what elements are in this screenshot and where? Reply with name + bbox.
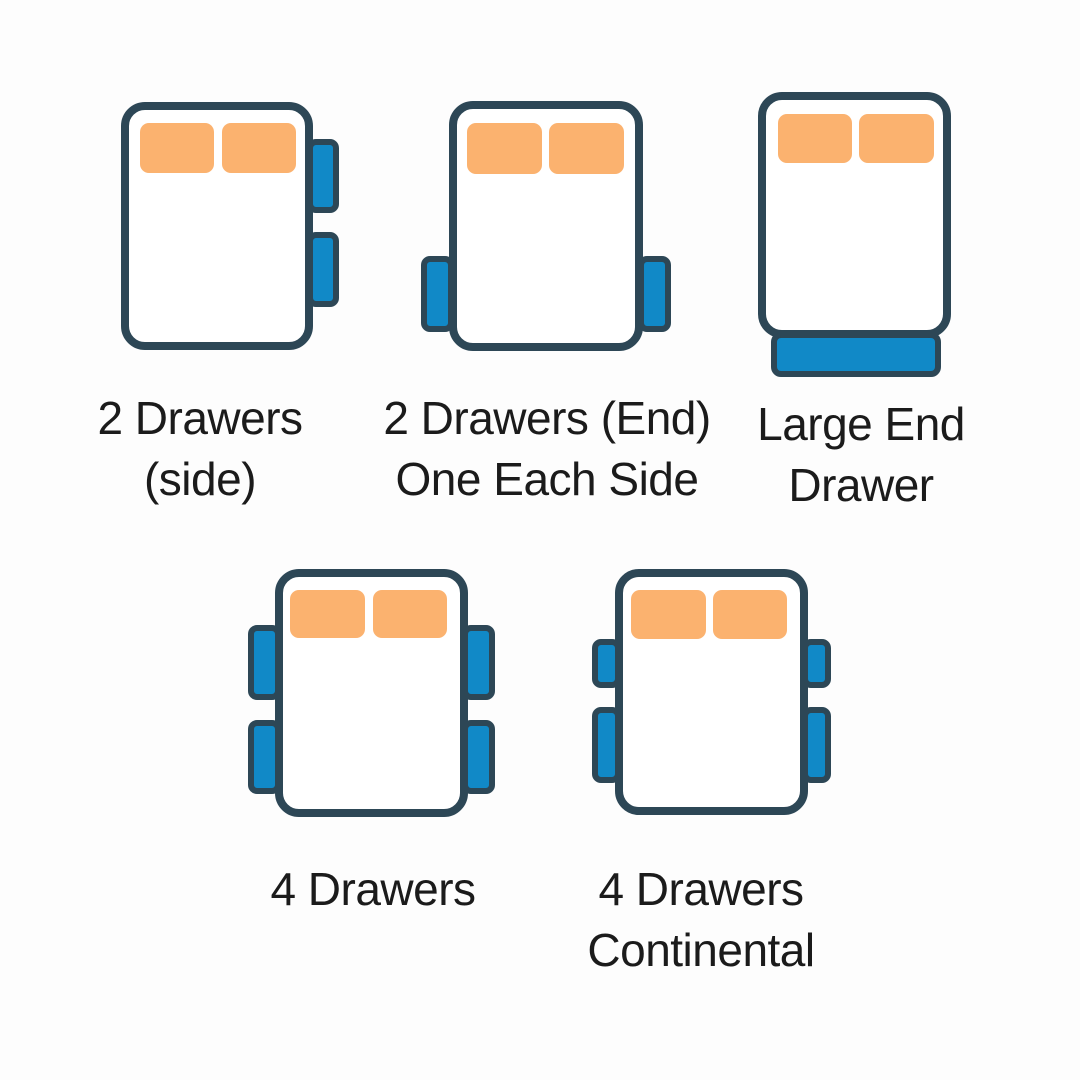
label-line: Continental <box>587 924 815 976</box>
pillow-left-icon <box>631 590 706 639</box>
pillow-right-icon <box>859 114 934 163</box>
label-2-drawers-side: 2 Drawers (side) <box>40 388 360 510</box>
pillow-right-icon <box>222 123 296 173</box>
bed-diagram-large-end-drawer <box>758 92 951 382</box>
drawer-end-large-icon <box>771 332 941 377</box>
pillow-right-icon <box>713 590 787 639</box>
label-line: 2 Drawers <box>97 392 303 444</box>
pillow-left-icon <box>778 114 852 163</box>
bed-diagram-2-drawers-end <box>421 101 673 351</box>
label-4-drawers-continental: 4 Drawers Continental <box>501 859 901 981</box>
bed-diagram-4-drawers <box>248 569 495 817</box>
label-large-end-drawer: Large End Drawer <box>701 394 1021 516</box>
bed-diagram-4-drawers-continental <box>592 569 831 815</box>
label-line: 4 Drawers <box>270 863 476 915</box>
label-line: Large End <box>757 398 965 450</box>
label-line: One Each Side <box>395 453 699 505</box>
pillow-left-icon <box>140 123 214 173</box>
label-line: 4 Drawers <box>598 863 804 915</box>
bed-diagram-2-drawers-side <box>121 102 339 350</box>
pillow-left-icon <box>467 123 542 174</box>
label-line: 2 Drawers (End) <box>383 392 711 444</box>
label-2-drawers-end: 2 Drawers (End) One Each Side <box>347 388 747 510</box>
pillow-right-icon <box>373 590 447 638</box>
label-4-drawers: 4 Drawers <box>213 859 533 920</box>
label-line: (side) <box>143 453 257 505</box>
pillow-left-icon <box>290 590 365 638</box>
pillow-right-icon <box>549 123 624 174</box>
label-line: Drawer <box>788 459 934 511</box>
